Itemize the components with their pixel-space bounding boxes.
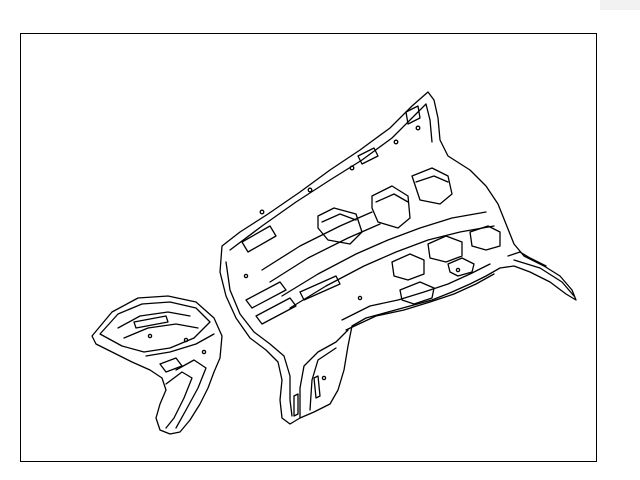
side-member-hole-2 xyxy=(183,337,189,343)
floor-panel-outline xyxy=(219,91,577,425)
side-member-top-panel xyxy=(99,301,211,353)
seat-bracket-3-top xyxy=(415,175,449,183)
rear-leg-slot xyxy=(313,375,321,399)
hole-9 xyxy=(455,267,461,273)
hole-3 xyxy=(349,165,355,171)
seat-bracket-2-top xyxy=(375,193,409,203)
mount-pad-3 xyxy=(391,253,425,281)
front-reinforcement-2 xyxy=(345,273,495,331)
hole-1 xyxy=(259,209,265,215)
floor-panel-rear-flange xyxy=(299,329,349,419)
floor-panel-rim xyxy=(229,103,433,251)
slot-2 xyxy=(255,297,297,325)
tunnel-ridge-4 xyxy=(289,225,495,309)
mount-pad-4 xyxy=(399,281,435,305)
side-member-hole-1 xyxy=(147,333,153,339)
side-member-flange xyxy=(145,333,215,357)
hole-7 xyxy=(357,295,363,301)
side-member-slot xyxy=(133,315,169,329)
side-member-assembly xyxy=(91,295,223,435)
seat-bracket-2 xyxy=(371,185,411,229)
side-member-ridge-1 xyxy=(117,311,191,329)
mount-pad-5 xyxy=(447,257,475,277)
mount-pad-2 xyxy=(469,225,501,251)
floor-panel-right-edge xyxy=(513,259,575,297)
hole-8 xyxy=(321,375,327,381)
rear-leg-slot-2 xyxy=(293,393,299,417)
floor-panel-right-edge-inner xyxy=(507,251,547,267)
seat-bracket-1-top xyxy=(321,213,357,223)
upper-slot xyxy=(357,147,379,165)
tunnel-ridge-1 xyxy=(261,211,373,271)
tunnel-ridge-2 xyxy=(269,223,381,283)
hole-2 xyxy=(307,187,313,193)
seat-bracket-1 xyxy=(317,207,363,245)
side-member-leg-inner xyxy=(165,371,193,429)
side-member-leg-outer xyxy=(175,359,207,429)
side-member-hole-3 xyxy=(201,349,207,355)
upper-edge-detail xyxy=(405,105,421,125)
hole-5 xyxy=(415,125,421,131)
hole-4 xyxy=(393,139,399,145)
slot-4 xyxy=(241,225,277,253)
slot-1 xyxy=(245,281,287,309)
front-floor-panel xyxy=(219,91,577,425)
side-member-outline xyxy=(91,295,223,435)
slot-3 xyxy=(299,275,341,301)
floor-panel-side-rail xyxy=(309,347,337,411)
hole-6 xyxy=(243,273,249,279)
diagram-frame xyxy=(20,33,597,462)
side-member-bracket xyxy=(159,357,183,373)
mount-pad-1 xyxy=(427,235,463,263)
corner-mark xyxy=(600,0,640,10)
seat-bracket-3 xyxy=(411,167,453,205)
floor-panel-rim-lower xyxy=(225,261,293,417)
front-reinforcement xyxy=(341,263,491,321)
tunnel-ridge-3 xyxy=(281,211,487,297)
side-member-ridge-2 xyxy=(123,323,199,339)
